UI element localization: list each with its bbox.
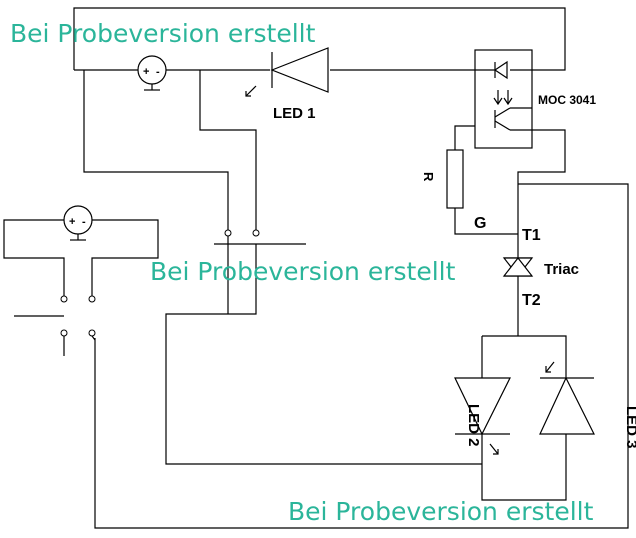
t2-label: T2 <box>522 292 541 309</box>
led2: LED 2 <box>454 377 511 455</box>
watermark-middle: Bei Probeversion erstellt <box>150 257 456 286</box>
svg-text:-: - <box>82 216 86 228</box>
svg-text:+: + <box>143 66 149 78</box>
wire-opto-resistor <box>454 125 475 150</box>
optocoupler-moc3041: MOC 3041 <box>474 49 596 149</box>
switch-middle <box>214 229 306 314</box>
triac-label: Triac <box>544 261 579 278</box>
svg-text:+: + <box>69 216 75 228</box>
moc-label: MOC 3041 <box>538 93 596 107</box>
led2-label: LED 2 <box>465 404 482 447</box>
t1-label: T1 <box>522 227 541 244</box>
wire-left-main <box>83 70 229 230</box>
wire-led-return <box>165 244 482 465</box>
battery-top: + - <box>137 55 167 91</box>
wire-outer-right <box>94 183 629 529</box>
led3-label: LED 3 <box>623 406 636 449</box>
switch-left <box>14 295 96 356</box>
led3: LED 3 <box>539 361 636 449</box>
gate-label: G <box>474 215 486 232</box>
led1: LED 1 <box>245 47 329 122</box>
svg-text:-: - <box>156 66 160 78</box>
wire-led1-switch <box>199 70 257 230</box>
led1-label: LED 1 <box>273 105 316 122</box>
wire-opto-t1 <box>517 129 566 258</box>
triac: Triac <box>502 257 579 278</box>
top-loop-wires <box>73 7 566 71</box>
watermark-bottom: Bei Probeversion erstellt <box>288 497 594 526</box>
watermark-top: Bei Probeversion erstellt <box>10 19 316 48</box>
resistor-r: R <box>421 149 464 209</box>
svg-text:R: R <box>421 172 436 182</box>
led-pair-frame <box>481 335 567 501</box>
battery-left: + - <box>3 205 159 296</box>
wire-gate <box>454 208 518 235</box>
